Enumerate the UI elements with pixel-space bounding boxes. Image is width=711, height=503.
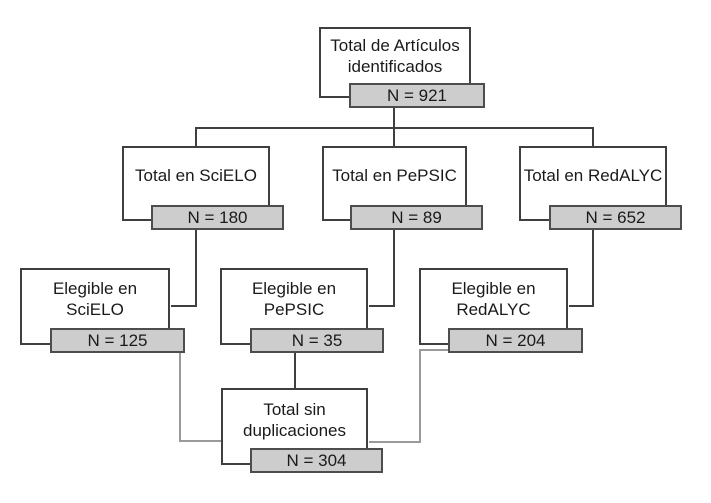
count-total-redalyc: N = 652 — [549, 205, 682, 230]
count-total-sin-duplicaciones: N = 304 — [250, 448, 383, 473]
connector-top-branches — [195, 127, 594, 146]
connector-elegible-scielo-to-total — [179, 350, 222, 442]
count-elegible-scielo: N = 125 — [50, 328, 185, 353]
node-total-pepsic-label: Total en PePSIC — [332, 166, 457, 185]
connector-elegible-redalyc-to-total — [369, 349, 448, 443]
node-elegible-pepsic-label: Elegible en PePSIC — [251, 278, 337, 319]
node-elegible-redalyc-label: Elegible en RedALYC — [451, 278, 536, 319]
node-total-identificados-label: Total de Artículos identificados — [330, 35, 460, 76]
node-total-sin-duplicaciones-label: Total sin duplicaciones — [242, 399, 346, 440]
node-elegible-scielo-label: Elegible en SciELO — [52, 278, 138, 319]
count-elegible-pepsic: N = 35 — [250, 328, 384, 353]
connector-redalyc-to-elegible — [569, 228, 594, 307]
connector-scielo-to-elegible — [171, 228, 197, 307]
connector-pepsic-to-elegible — [369, 228, 395, 307]
count-elegible-redalyc: N = 204 — [448, 328, 583, 353]
count-total-identificados: N = 921 — [349, 83, 485, 108]
count-total-scielo: N = 180 — [151, 205, 284, 230]
count-total-pepsic: N = 89 — [350, 205, 483, 230]
node-total-scielo-label: Total en SciELO — [135, 166, 257, 185]
node-total-redalyc-label: Total en RedALYC — [523, 166, 663, 185]
